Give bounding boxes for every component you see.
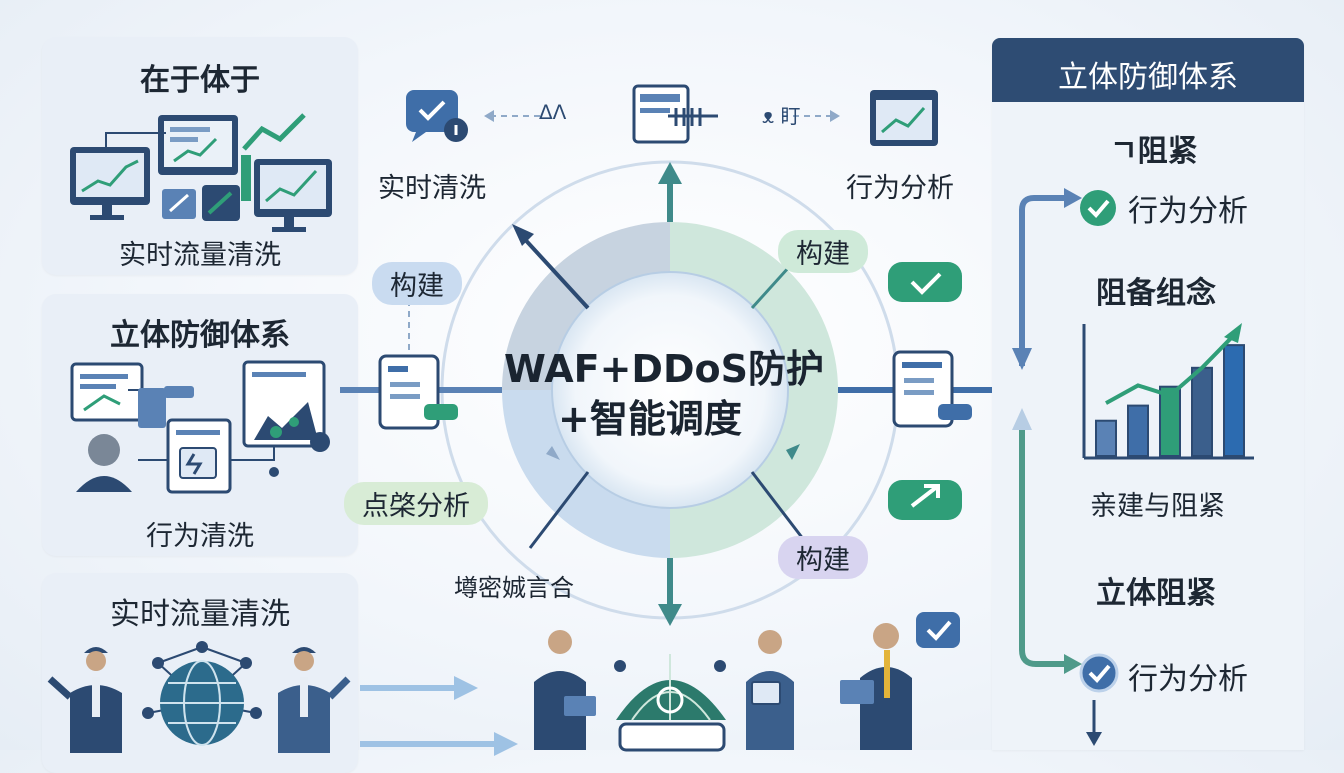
top-mid-right-glyph: ᴥ 盯 — [762, 104, 801, 128]
top-mid-left-glyph: ᐃᐱ — [539, 100, 567, 124]
chart-trend-line — [1105, 333, 1236, 405]
growth-bar-chart — [1082, 323, 1254, 460]
people-globe-network-icon — [47, 641, 351, 753]
ring-pill-top-left: 构建 — [372, 262, 462, 305]
top-right-label: 行为分析 — [846, 173, 954, 204]
left-panel-3: 实时流量清洗 — [42, 573, 358, 773]
left-panel-2-title: 立体防御体系 — [110, 318, 290, 353]
bottom-label: 墫密娍言合 — [454, 574, 574, 602]
chart-bar-4 — [1191, 366, 1213, 457]
right-item1-check-label: 行为分析 — [1128, 194, 1248, 229]
left-panel-1-title: 在于体于 — [140, 63, 260, 98]
center-title-line1: WAF+DDoS防护 — [504, 347, 824, 391]
right-item1-title: ㄱ阻紧 — [1110, 134, 1198, 169]
ring-pill-bottom-right: 构建 — [778, 536, 868, 579]
chart-bar-1 — [1095, 419, 1117, 457]
center-title-line2: +智能调度 — [558, 397, 742, 441]
check-circle-outline-icon — [1079, 653, 1119, 693]
ring-pill-top-right: 构建 — [778, 230, 868, 273]
left-panel-3-title: 实时流量清洗 — [110, 597, 290, 632]
flow-arrows-bottom — [360, 676, 518, 756]
chart-bar-3 — [1159, 385, 1181, 457]
right-connectors — [1012, 188, 1102, 746]
central-ring-diagram — [340, 160, 1052, 626]
right-item3-check-label: 行为分析 — [1128, 662, 1248, 697]
top-left-label: 实时清洗 — [378, 173, 486, 204]
chart-caption: 亲建与阻紧 — [1090, 491, 1225, 522]
right-item2-title: 阻备组念 — [1096, 276, 1216, 311]
monitors-analytics-icon — [70, 113, 332, 232]
bottom-team-dome-icon — [534, 612, 960, 752]
right-panel-header — [992, 38, 1304, 102]
chart-trend-arrowhead — [1224, 323, 1242, 344]
left-panel-1-caption: 实时流量清洗 — [119, 240, 281, 271]
left-panel-2-caption: 行为清洗 — [146, 521, 254, 552]
right-panel-header-text: 立体防御体系 — [1058, 60, 1238, 95]
left-panel-2: 立体防御体系 行为清洗 — [42, 294, 358, 556]
user-document-flow-icon — [70, 360, 330, 494]
check-circle-icon — [1080, 190, 1116, 226]
chart-bar-2 — [1127, 404, 1149, 457]
right-item3-title: 立体阻紧 — [1096, 576, 1216, 611]
left-panel-1: 在于体于 实时流量清洗 — [42, 37, 358, 275]
ring-pill-bottom-left: 点棨分析 — [344, 482, 488, 525]
top-flow-icons — [406, 84, 938, 146]
chart-bar-5 — [1223, 344, 1245, 457]
right-panel: 立体防御体系 — [992, 38, 1304, 750]
